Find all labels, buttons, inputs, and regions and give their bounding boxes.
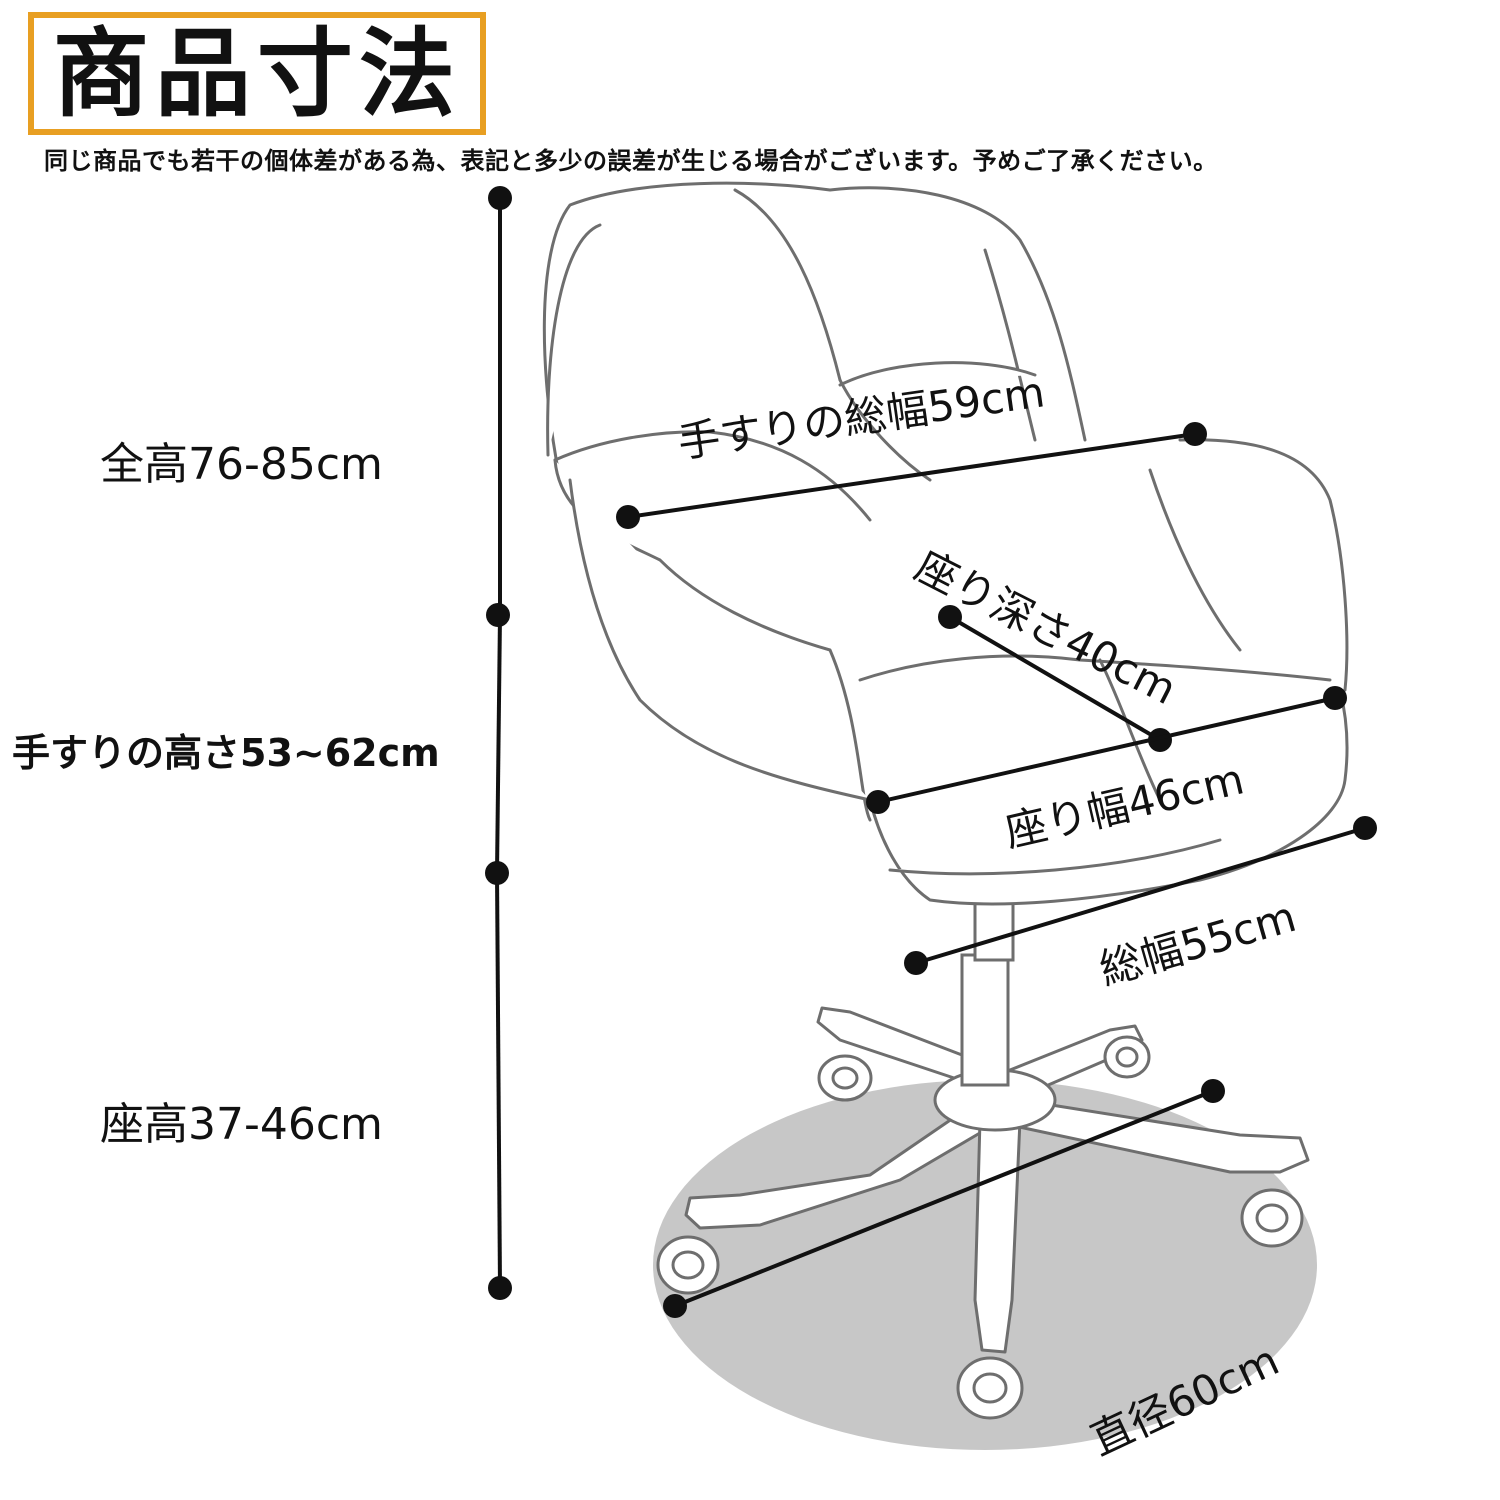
vertical-dimension bbox=[485, 186, 512, 1300]
gas-cylinder bbox=[960, 888, 1015, 1087]
vertical-dot-armrest bbox=[486, 603, 510, 627]
disclaimer-note: 同じ商品でも若干の個体差がある為、表記と多少の誤差が生じる場合がございます。予め… bbox=[44, 147, 1218, 175]
vertical-line-bottom bbox=[495, 872, 502, 1289]
seat-height-label: 座高37-46cm bbox=[100, 1099, 383, 1150]
armrest-width-dot-right bbox=[1183, 422, 1207, 446]
seat-width-dot-left bbox=[866, 790, 890, 814]
vertical-line-middle bbox=[495, 614, 502, 874]
vertical-dot-seat bbox=[485, 861, 509, 885]
vertical-dot-top bbox=[488, 186, 512, 210]
total-width-dimension bbox=[904, 816, 1377, 975]
chair-body bbox=[542, 181, 1349, 906]
page-title: 商品寸法 bbox=[53, 17, 461, 130]
armrest-width-dimension bbox=[616, 422, 1207, 529]
title-box: 商品寸法 bbox=[28, 12, 486, 135]
seat-depth-dot-front bbox=[1148, 728, 1172, 752]
seat-depth-dimension bbox=[938, 605, 1172, 752]
vertical-dot-bottom bbox=[488, 1276, 512, 1300]
total-width-dot-left bbox=[904, 951, 928, 975]
base-diameter-dot-left bbox=[663, 1294, 687, 1318]
armrest-width-dot-left bbox=[616, 505, 640, 529]
seat-width-dimension bbox=[866, 686, 1347, 814]
total-height-label: 全高76-85cm bbox=[100, 439, 383, 490]
base-diameter-dot-right bbox=[1201, 1079, 1225, 1103]
armrest-height-label: 手すりの高さ53~62cm bbox=[12, 731, 440, 775]
total-width-dot-right bbox=[1353, 816, 1377, 840]
casters bbox=[656, 1035, 1304, 1420]
seat-width-dot-right bbox=[1323, 686, 1347, 710]
seat-depth-dot-back bbox=[938, 605, 962, 629]
base-diameter-dimension bbox=[663, 1079, 1225, 1318]
